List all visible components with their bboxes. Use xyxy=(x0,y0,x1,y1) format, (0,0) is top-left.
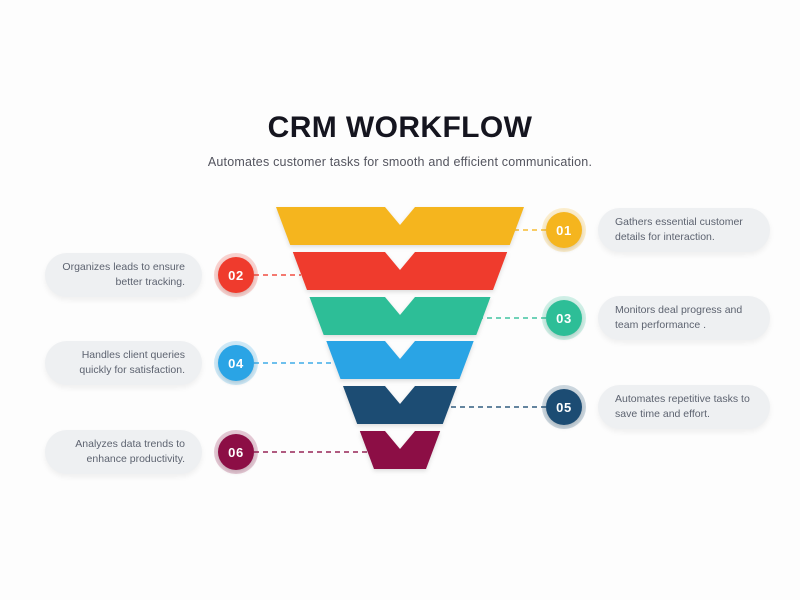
step-badge-03: 03 xyxy=(546,300,582,336)
step-description-03: Monitors deal progress and team performa… xyxy=(598,296,770,340)
step-description-05: Automates repetitive tasks to save time … xyxy=(598,385,770,429)
step-badge-06: 06 xyxy=(218,434,254,470)
step-description-04: Handles client queries quickly for satis… xyxy=(45,341,202,385)
step-description-01: Gathers essential customer details for i… xyxy=(598,208,770,252)
step-description-06: Analyzes data trends to enhance producti… xyxy=(45,430,202,474)
step-badge-02: 02 xyxy=(218,257,254,293)
funnel-segment-05 xyxy=(343,386,457,424)
funnel-segment-02 xyxy=(292,252,508,290)
page-subtitle: Automates customer tasks for smooth and … xyxy=(207,155,593,169)
funnel-segment-01 xyxy=(276,207,524,245)
step-description-02: Organizes leads to ensure better trackin… xyxy=(45,253,202,297)
step-badge-04: 04 xyxy=(218,345,254,381)
funnel-segment-06 xyxy=(359,431,441,469)
funnel-segment-04 xyxy=(326,341,474,379)
step-badge-01: 01 xyxy=(546,212,582,248)
funnel-segment-03 xyxy=(309,297,491,335)
page-title: CRM WORKFLOW xyxy=(267,111,533,144)
step-badge-05: 05 xyxy=(546,389,582,425)
